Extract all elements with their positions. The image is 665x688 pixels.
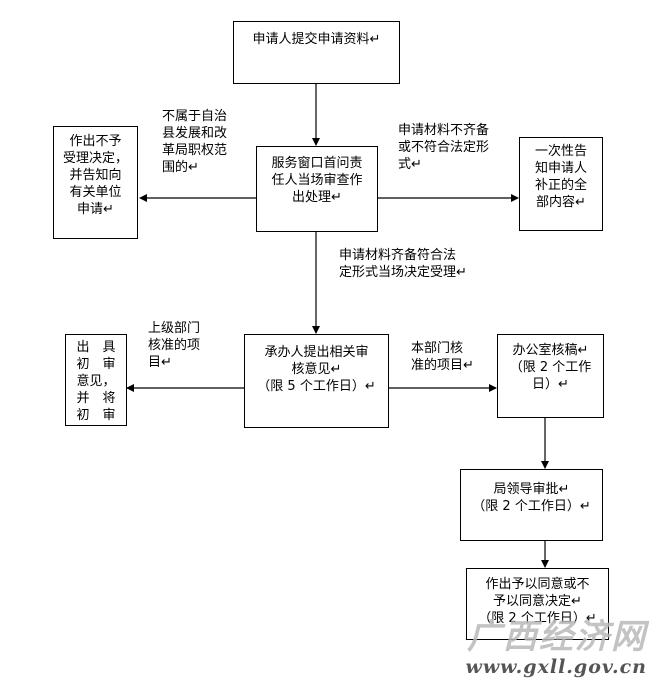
label-not-in-scope: 不属于自治 县发展和改 革局职权范 围的↵	[162, 109, 228, 175]
watermark: 广西经济网 www.gxll.gov.cn	[465, 618, 647, 678]
box-preliminary-opinion: 出 具 初 审 意见， 并 将 初 审	[65, 334, 127, 426]
watermark-url: www.gxll.gov.cn	[465, 656, 647, 678]
box-window-review: 服务窗口首问责 任人当场审查作 出处理↵	[256, 146, 378, 232]
box-office-draft: 办公室核稿↵ （限 2 个工作 日）↵	[497, 334, 604, 418]
box-final-decision: 作出予以同意或不 予以同意决定↵ （限 2 个工作日）↵	[466, 568, 609, 640]
label-superior-department: 上级部门 核准的项 目↵	[148, 321, 201, 370]
watermark-title: 广西经济网	[467, 617, 647, 657]
box-notify-correction: 一次性告 知申请人 补正的全 部内容↵	[519, 137, 603, 231]
box-submit-application: 申请人提交申请资料↵	[233, 21, 400, 84]
label-incomplete-materials: 申请材料不齐备 或不符合法定形 式↵	[398, 123, 490, 172]
box-handler-opinion: 承办人提出相关审 核意见↵ （限 5 个工作日）↵	[244, 334, 389, 428]
label-own-department: 本部门核 准的项目↵	[411, 341, 474, 373]
box-leader-approval: 局领导审批↵ （限 2 个工作日）↵	[460, 469, 603, 541]
label-complete-materials: 申请材料齐备符合法 定形式当场决定受理↵	[339, 248, 467, 280]
box-reject-decision: 作出不予 受理决定， 并告知向 有关单位 申请↵	[53, 126, 138, 239]
